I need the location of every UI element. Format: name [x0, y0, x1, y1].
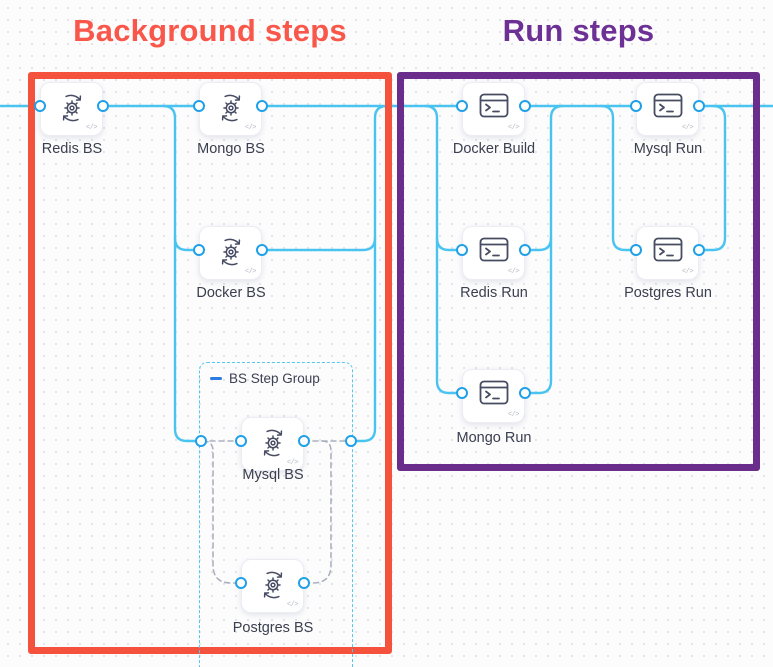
- port-redis-bs-in[interactable]: [34, 100, 46, 112]
- port-docker-bs-out[interactable]: [256, 244, 268, 256]
- sync-gear-icon: [263, 571, 282, 599]
- port-mysql-run-in[interactable]: [630, 100, 642, 112]
- node-label-mongo-bs: Mongo BS: [197, 141, 265, 157]
- code-badge: </>: [507, 411, 520, 419]
- code-badge: </>: [286, 601, 299, 609]
- bs-step-group-label: BS Step Group: [229, 371, 320, 386]
- code-badge: </>: [244, 268, 257, 276]
- node-label-mongo-run: Mongo Run: [456, 430, 532, 446]
- port-docker-build-in[interactable]: [456, 100, 468, 112]
- node-postgres-bs[interactable]: </>: [241, 559, 304, 613]
- code-badge: </>: [681, 268, 694, 276]
- node-label-docker-build: Docker Build: [452, 141, 536, 157]
- code-badge: </>: [681, 124, 694, 132]
- node-mongo-run[interactable]: </>: [462, 369, 525, 423]
- port-mongo-run-in[interactable]: [456, 387, 468, 399]
- terminal-icon: [479, 237, 508, 262]
- code-badge: </>: [244, 124, 257, 132]
- code-badge: </>: [85, 124, 98, 132]
- node-docker-build[interactable]: </>: [462, 82, 525, 136]
- port-mysql-bs-out[interactable]: [298, 435, 310, 447]
- run-steps-box: [397, 72, 760, 471]
- sync-gear-icon: [62, 94, 81, 122]
- terminal-icon: [479, 380, 508, 405]
- node-postgres-run[interactable]: </>: [636, 226, 699, 280]
- collapse-icon[interactable]: [210, 377, 222, 380]
- node-redis-bs[interactable]: </>: [40, 82, 103, 136]
- port-docker-bs-in[interactable]: [193, 244, 205, 256]
- terminal-icon: [479, 93, 508, 118]
- code-badge: </>: [286, 459, 299, 467]
- bs-step-group-header: BS Step Group: [210, 371, 320, 386]
- port-docker-build-out[interactable]: [519, 100, 531, 112]
- port-postgres-run-in[interactable]: [630, 244, 642, 256]
- port-postgres-run-out[interactable]: [693, 244, 705, 256]
- node-label-mysql-bs: Mysql BS: [242, 467, 304, 483]
- sync-gear-icon: [221, 94, 240, 122]
- node-mysql-bs[interactable]: </>: [241, 417, 304, 471]
- code-badge: </>: [507, 268, 520, 276]
- bs-step-group-container: [199, 362, 353, 667]
- port-group-in[interactable]: [195, 435, 207, 447]
- terminal-icon: [653, 237, 682, 262]
- port-redis-run-out[interactable]: [519, 244, 531, 256]
- background-steps-box: [28, 72, 392, 654]
- node-label-redis-run: Redis Run: [460, 285, 528, 301]
- terminal-icon: [653, 93, 682, 118]
- port-mysql-run-out[interactable]: [693, 100, 705, 112]
- port-mongo-bs-out[interactable]: [256, 100, 268, 112]
- node-label-postgres-run: Postgres Run: [624, 285, 712, 301]
- code-badge: </>: [507, 124, 520, 132]
- run-steps-title: Run steps: [502, 13, 655, 48]
- sync-gear-icon: [263, 429, 282, 457]
- node-redis-run[interactable]: </>: [462, 226, 525, 280]
- port-group-out[interactable]: [345, 435, 357, 447]
- node-label-redis-bs: Redis BS: [41, 141, 103, 157]
- port-mysql-bs-in[interactable]: [235, 435, 247, 447]
- background-steps-title: Background steps: [73, 13, 347, 48]
- node-mysql-run[interactable]: </>: [636, 82, 699, 136]
- port-mongo-bs-in[interactable]: [193, 100, 205, 112]
- port-postgres-bs-out[interactable]: [298, 577, 310, 589]
- node-mongo-bs[interactable]: </>: [199, 82, 262, 136]
- port-redis-run-in[interactable]: [456, 244, 468, 256]
- node-docker-bs[interactable]: </>: [199, 226, 262, 280]
- node-label-mysql-run: Mysql Run: [633, 141, 703, 157]
- port-redis-bs-out[interactable]: [97, 100, 109, 112]
- node-label-postgres-bs: Postgres BS: [232, 620, 314, 636]
- sync-gear-icon: [221, 238, 240, 266]
- node-label-docker-bs: Docker BS: [196, 285, 266, 301]
- port-mongo-run-out[interactable]: [519, 387, 531, 399]
- port-postgres-bs-in[interactable]: [235, 577, 247, 589]
